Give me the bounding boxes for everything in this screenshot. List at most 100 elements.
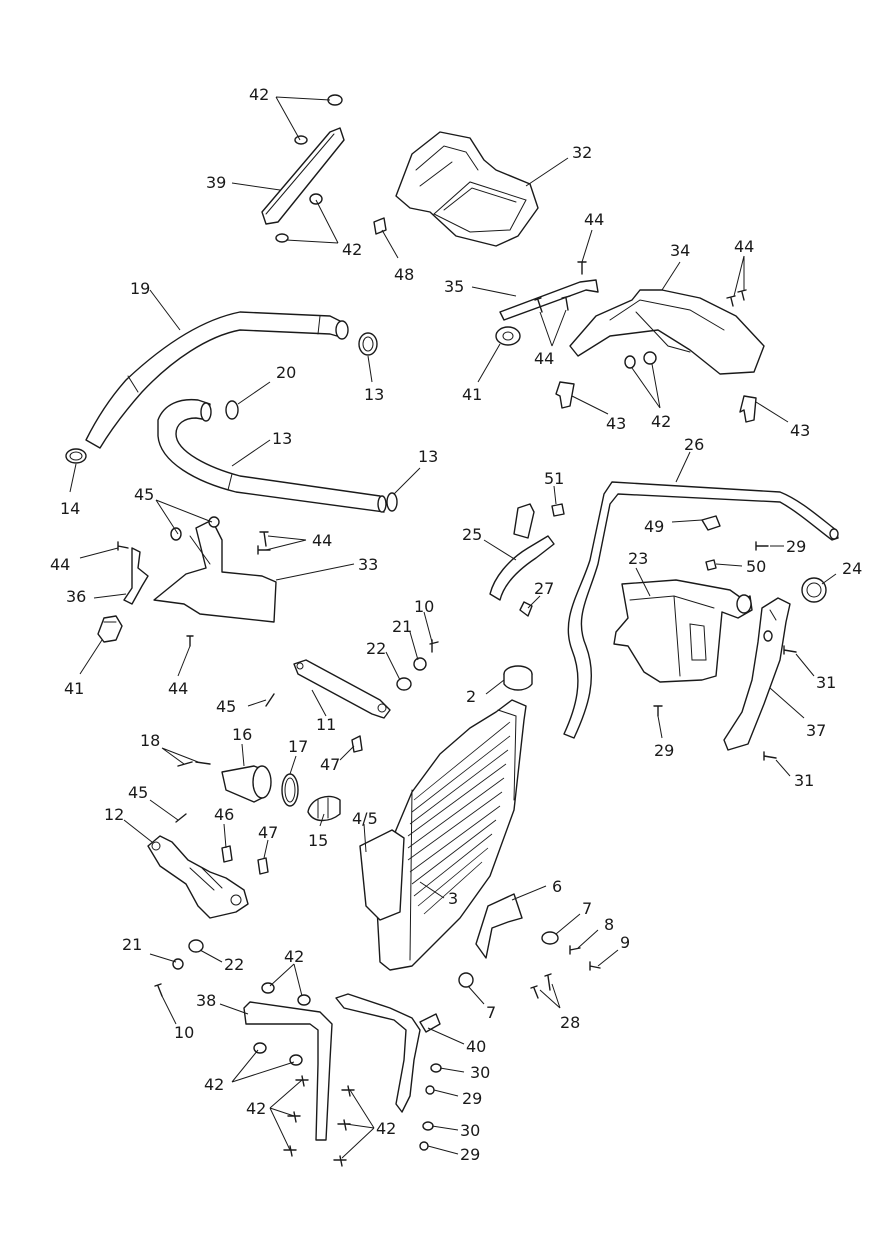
callout-label: 40: [466, 1037, 486, 1056]
callout-label: 7: [582, 899, 592, 918]
callout-label: 32: [572, 143, 592, 162]
callout-label: 41: [462, 385, 482, 404]
part-32-cover: [395, 131, 539, 247]
callout-label: 7: [486, 1003, 496, 1022]
callout-label: 14: [60, 499, 80, 518]
callout-label: 47: [320, 755, 340, 774]
part-13-clamp-a: [358, 332, 378, 356]
callout-label: 20: [276, 363, 296, 382]
part-35-bracket: [499, 279, 599, 321]
callout-label: 51: [544, 469, 564, 488]
callout-label: 49: [644, 517, 664, 536]
callout-labels: 42 39 42 48 32 44 44 34 35 44 41 43 42 4…: [50, 85, 862, 1164]
part-48-clip: [373, 217, 387, 235]
callout-label: 29: [460, 1145, 480, 1164]
callout-label: 26: [684, 435, 704, 454]
part-37-bracket: [723, 597, 791, 751]
callout-label: 45: [216, 697, 236, 716]
callout-label: 29: [786, 537, 806, 556]
callout-label: 16: [232, 725, 252, 744]
callout-label: 8: [604, 915, 614, 934]
callout-label: 44: [534, 349, 554, 368]
fasteners-top-right: [534, 261, 747, 369]
callout-label: 46: [214, 805, 234, 824]
callout-label: 37: [806, 721, 826, 740]
part-14-clamp: [225, 400, 239, 420]
part-2-cap: [503, 665, 533, 691]
callout-label: 31: [816, 673, 836, 692]
callout-label: 42: [376, 1119, 396, 1138]
callout-label: 6: [552, 877, 562, 896]
callout-label: 44: [312, 531, 332, 550]
callout-label: 23: [628, 549, 648, 568]
part-3-radiator: [359, 699, 527, 971]
callout-label: 3: [448, 889, 458, 908]
part-33-bracket: [153, 516, 277, 623]
callout-label: 43: [606, 414, 626, 433]
callout-label: 2: [466, 687, 476, 706]
callout-label: 38: [196, 991, 216, 1010]
callout-label: 22: [366, 639, 386, 658]
callout-label: 27: [534, 579, 554, 598]
callout-label: 21: [392, 617, 412, 636]
callout-label: 45: [134, 485, 154, 504]
callout-label: 29: [462, 1089, 482, 1108]
part-41-grommet-top: [495, 326, 521, 346]
callout-label: 9: [620, 933, 630, 952]
part-12-bracket: [147, 835, 249, 919]
callout-label: 24: [842, 559, 862, 578]
callout-label: 13: [272, 429, 292, 448]
part-15-thermostat: [307, 795, 341, 822]
callout-label: 19: [130, 279, 150, 298]
small-parts-10-22: [175, 639, 439, 823]
part-13-clamp-b: [65, 448, 87, 464]
callout-label: 41: [64, 679, 84, 698]
callout-label: 15: [308, 831, 328, 850]
part-39-bracket: [261, 94, 345, 243]
callout-label: 4/5: [352, 809, 378, 828]
part-25-hose: [489, 503, 555, 617]
callout-label: 28: [560, 1013, 580, 1032]
callout-label: 43: [790, 421, 810, 440]
part-41-grommet-lower: [97, 615, 123, 643]
callout-label: 30: [460, 1121, 480, 1140]
callout-label: 33: [358, 555, 378, 574]
callout-label: 30: [470, 1063, 490, 1082]
part-43-clips: [555, 381, 757, 423]
part-20-hose: [157, 398, 387, 513]
callout-label: 42: [651, 412, 671, 431]
callout-label: 13: [418, 447, 438, 466]
callout-label: 42: [204, 1075, 224, 1094]
part-13-clamp-c: [386, 492, 398, 512]
part-11-stay: [293, 659, 391, 719]
callout-label: 13: [364, 385, 384, 404]
callout-label: 12: [104, 805, 124, 824]
callout-label: 11: [316, 715, 336, 734]
callout-label: 34: [670, 241, 690, 260]
callout-label: 39: [206, 173, 226, 192]
part-36-bracket: [123, 547, 149, 605]
small-fittings-reservoir: [653, 515, 797, 761]
callout-label: 25: [462, 525, 482, 544]
callout-label: 42: [284, 947, 304, 966]
callout-label: 10: [174, 1023, 194, 1042]
callout-label: 44: [50, 555, 70, 574]
callout-label: 31: [794, 771, 814, 790]
part-17-oring: [281, 773, 299, 807]
callout-label: 47: [258, 823, 278, 842]
part-47-clips: [221, 735, 363, 875]
callout-label: 29: [654, 741, 674, 760]
callout-label: 35: [444, 277, 464, 296]
part-26-hose: [563, 481, 839, 739]
leader-lines: [69, 96, 837, 1159]
callout-label: 17: [288, 737, 308, 756]
callout-label: 44: [584, 210, 604, 229]
callout-label: 42: [249, 85, 269, 104]
part-40-bracket: [335, 993, 441, 1113]
callout-label: 42: [246, 1099, 266, 1118]
part-16-housing: [221, 765, 272, 803]
part-23-reservoir: [613, 579, 753, 683]
callout-label: 44: [734, 237, 754, 256]
callout-label: 21: [122, 935, 142, 954]
callout-label: 36: [66, 587, 86, 606]
